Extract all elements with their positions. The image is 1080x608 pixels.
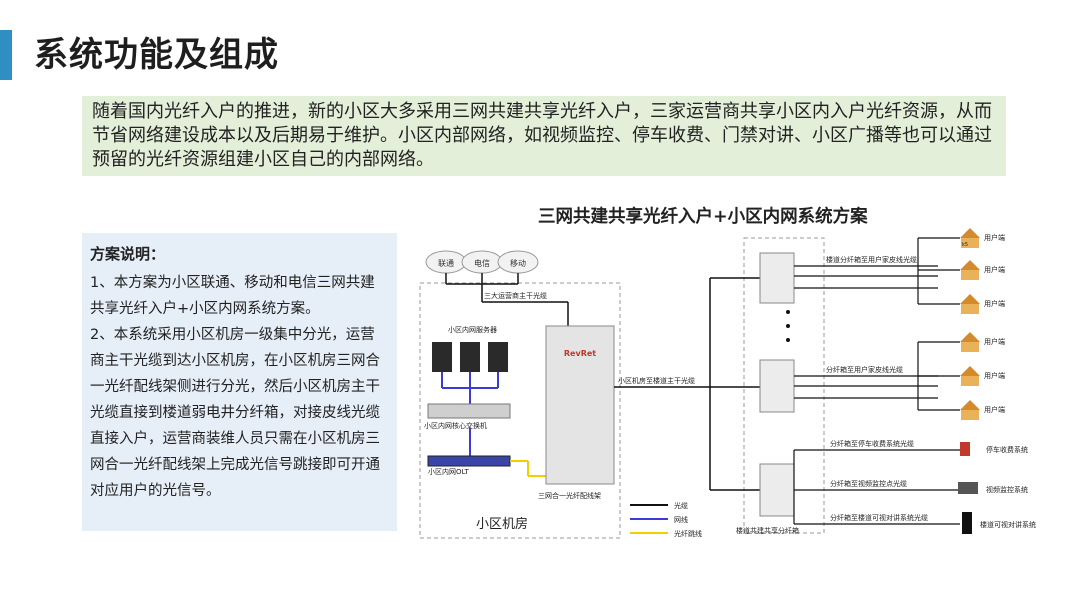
parking-label: 停车收费系统 [986, 445, 1028, 454]
video-label: 视频监控系统 [986, 485, 1028, 494]
page-title: 系统功能及组成 [34, 35, 279, 75]
parking-link-label: 分纤箱至停车收费系统光缆 [830, 439, 914, 448]
server-icon [432, 342, 508, 372]
legend-cable: 光缆 [674, 501, 688, 510]
intro-text: 随着国内光纤入户的推进，新的小区大多采用三网共建共享光纤入户，三家运营商共享小区… [82, 96, 1006, 176]
parking-barrier-icon [960, 442, 970, 456]
trunk-cable [445, 273, 569, 326]
house-badge: k5 [962, 242, 968, 248]
box1-drop-cables [794, 237, 960, 305]
cloud-mobile-label: 移动 [510, 258, 526, 268]
floor-box-2-icon [759, 359, 795, 413]
legend-network: 网线 [674, 515, 688, 524]
cloud-telecom-label: 电信 [474, 258, 490, 268]
machine-room-outline [419, 282, 621, 539]
cloud-unicom-icon: 联通 [425, 250, 467, 274]
intercom-link-label: 分纤箱至楼道可视对讲系统光缆 [830, 513, 928, 522]
user-label-5: 用户端 [984, 371, 1005, 380]
box3-system-cables [793, 449, 960, 525]
plan-paragraph-2: 2、本系统采用小区机房一级集中分光，运营商主干光缆到达小区机房，在小区机房三网合… [90, 327, 380, 499]
user-label-6: 用户端 [984, 405, 1005, 414]
video-link-label: 分纤箱至视频监控点光缆 [830, 479, 907, 488]
legend: 光缆 网线 光纤跳线 [630, 501, 702, 538]
plan-heading: 方案说明： [90, 245, 166, 263]
box-home-label-1: 楼道分纤箱至用户家皮线光缆 [826, 255, 917, 264]
camera-icon [958, 482, 978, 494]
cloud-unicom-label: 联通 [438, 258, 454, 268]
ellipsis-dots [786, 310, 790, 342]
plan-paragraph-1: 1、本方案为小区联通、移动和电信三网共建共享光纤入户+小区内网系统方案。 [90, 275, 375, 317]
user-label-4: 用户端 [984, 337, 1005, 346]
box2-drop-cables [794, 341, 960, 411]
user-label-2: 用户端 [984, 265, 1005, 274]
floor-box-3-icon [759, 463, 795, 517]
rack-label: 三网合一光纤配线架 [538, 491, 601, 500]
olt-icon [427, 455, 511, 467]
fiber-rack-icon [545, 325, 615, 485]
system-diagram: 联通 电信 移动 三大运营商主干光缆 小区内网服务器 小区内网核心交换机 小 [419, 228, 1036, 539]
network-cable [441, 372, 499, 456]
server-label: 小区内网服务器 [448, 325, 497, 334]
diagram-title: 三网共建共享光纤入户+小区内网系统方案 [538, 207, 868, 227]
cloud-mobile-icon: 移动 [497, 250, 539, 274]
room-to-floor-cable [614, 277, 760, 491]
fiber-jumper [510, 460, 546, 477]
house-icon [960, 228, 980, 420]
floor-box-1-icon [759, 252, 795, 304]
legend-jumper: 光纤跳线 [674, 529, 702, 538]
switch-label: 小区内网核心交换机 [424, 421, 487, 430]
title-accent-bar [0, 30, 12, 80]
rack-brand: RevRet [564, 349, 596, 358]
olt-label: 小区内网OLT [428, 467, 469, 476]
floor-box-label: 楼道共建共享分纤箱 [736, 526, 799, 535]
plan-description-box: 方案说明： 1、本方案为小区联通、移动和电信三网共建共享光纤入户+小区内网系统方… [82, 233, 397, 531]
core-switch-icon [427, 403, 511, 419]
user-label-1: 用户端 [984, 233, 1005, 242]
cloud-telecom-icon: 电信 [461, 250, 503, 274]
intercom-icon [962, 512, 972, 534]
user-label-3: 用户端 [984, 299, 1005, 308]
trunk-label: 三大运营商主干光缆 [484, 291, 547, 300]
intercom-label: 楼道可视对讲系统 [980, 520, 1036, 529]
room-label: 小区机房 [476, 516, 528, 532]
room-trunk-label: 小区机房至楼道主干光缆 [618, 376, 695, 385]
box-home-label-2: 分纤箱至用户家皮线光缆 [826, 365, 903, 374]
